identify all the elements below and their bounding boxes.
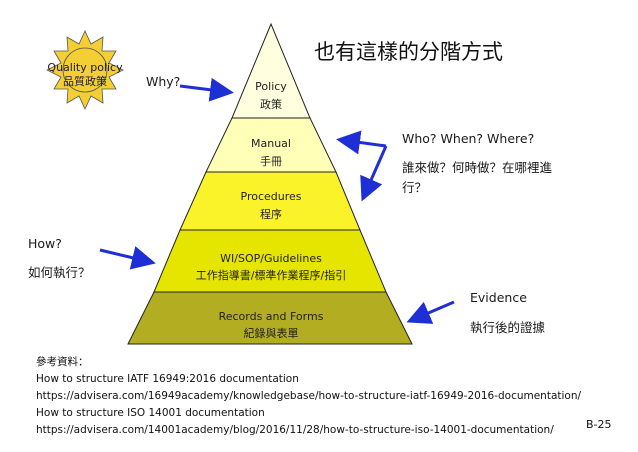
level-manual-en: Manual <box>251 137 291 150</box>
callout-how: How? <box>28 236 62 251</box>
level-wi-sop-zh: 工作指導書/標準作業程序/指引 <box>196 268 346 282</box>
references-heading: 參考資料： <box>36 356 89 368</box>
callout-who-when-where: Who? When? Where? <box>402 131 535 146</box>
level-policy-en: Policy <box>255 80 287 93</box>
callout-who-when-where-zh-1: 誰來做？何時做？在哪裡進 <box>402 160 553 175</box>
level-policy-zh: 政策 <box>260 97 282 111</box>
arrow-how <box>99 246 156 270</box>
page-title: 也有這樣的分階方式 <box>314 40 503 64</box>
callout-how-zh: 如何執行？ <box>28 265 91 280</box>
callout-evidence-zh: 執行後的證據 <box>470 320 546 335</box>
sun-icon <box>46 30 124 110</box>
level-procedures-zh: 程序 <box>260 207 282 221</box>
level-records-en: Records and Forms <box>219 310 324 323</box>
level-records-zh: 紀錄與表單 <box>244 326 299 340</box>
reference-link[interactable]: https://advisera.com/16949academy/knowle… <box>36 390 582 402</box>
callout-why: Why? <box>146 74 181 89</box>
references: 參考資料： How to structure IATF 16949:2016 d… <box>36 354 581 439</box>
level-manual-zh: 手冊 <box>260 154 282 168</box>
callout-evidence: Evidence <box>470 290 527 305</box>
arrow-evidence <box>406 300 455 324</box>
badge-line1: Quality policy <box>47 61 123 74</box>
arrow-why <box>179 77 234 102</box>
reference-line: How to structure IATF 16949:2016 documen… <box>36 373 299 385</box>
level-procedures-en: Procedures <box>241 190 302 203</box>
badge-line2: 品質政策 <box>63 74 107 88</box>
reference-link[interactable]: https://advisera.com/14001academy/blog/2… <box>36 424 554 436</box>
reference-line: How to structure ISO 14001 documentation <box>36 407 265 419</box>
arrow-who-procedures <box>360 145 388 202</box>
level-records <box>127 291 413 345</box>
arrow-who-manual <box>336 130 387 155</box>
level-wi-sop-en: WI/SOP/Guidelines <box>220 252 322 265</box>
callout-who-when-where-zh-2: 行？ <box>402 180 428 195</box>
page-number: B-25 <box>586 418 612 431</box>
